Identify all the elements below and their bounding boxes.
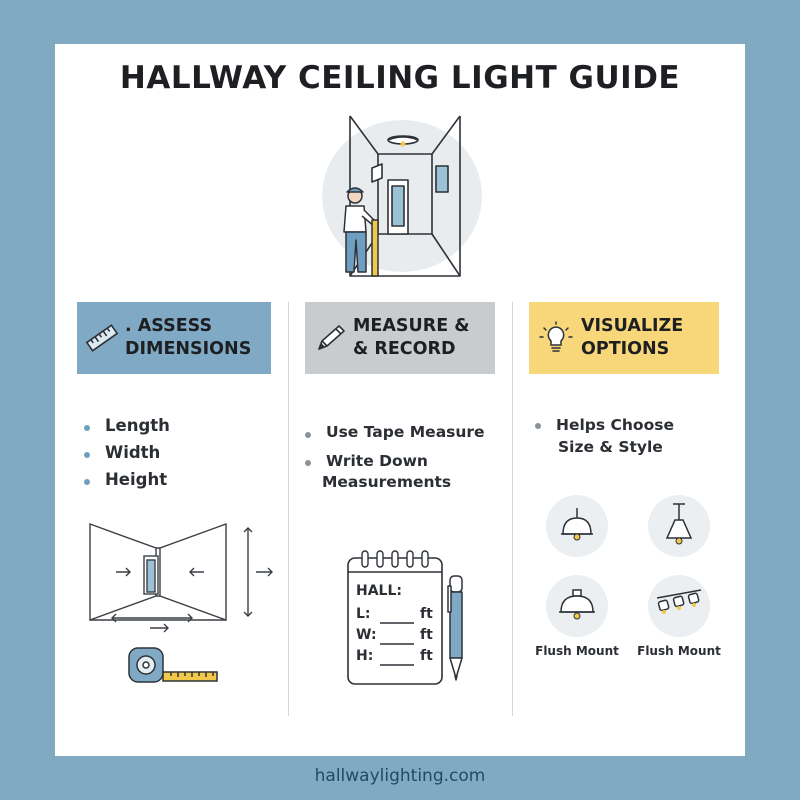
column-divider: [512, 302, 513, 716]
measure-header-line2: & RECORD: [353, 339, 456, 359]
tape-measure-icon: [128, 647, 218, 683]
page-title: HALLWAY CEILING LIGHT GUIDE: [119, 60, 681, 96]
notepad-row-length-label: L:: [356, 606, 371, 622]
list-item: Height: [79, 470, 170, 489]
notepad-icon: [347, 550, 443, 685]
pen-icon: [447, 575, 463, 681]
notepad-row-length-unit: ft: [420, 606, 433, 622]
measure-record-header: MEASURE & & RECORD: [305, 302, 495, 374]
bullet-line: Measurements: [322, 473, 452, 491]
visualize-header-line2: OPTIONS: [581, 339, 670, 359]
fixture-caption: Flush Mount: [637, 644, 721, 658]
notepad-heading: HALL:: [356, 583, 402, 599]
notepad-row-width-unit: ft: [420, 627, 433, 643]
notepad-row-height-label: H:: [356, 648, 374, 664]
list-item: Use Tape Measure: [300, 423, 485, 441]
bullet-line: Write Down: [326, 452, 428, 470]
track-light-icon: [648, 575, 710, 637]
measure-header-line1: MEASURE &: [353, 316, 470, 336]
visualize-header-line1: VISUALIZE: [581, 316, 684, 336]
bullet-line: Size & Style: [558, 438, 663, 456]
visualize-options-header: VISUALIZE OPTIONS: [529, 302, 719, 374]
assess-dimensions-header: . ASSESS DIMENSIONS: [77, 302, 271, 374]
pencil-icon: [318, 325, 345, 350]
bullet-line: Helps Choose: [556, 416, 674, 434]
list-item: Length: [79, 416, 170, 435]
flush-mount-icon: [546, 575, 608, 637]
list-item: Width: [79, 443, 170, 462]
column-divider: [288, 302, 289, 716]
hallway-measuring-illustration-icon: [322, 115, 482, 277]
ruler-icon: [85, 324, 119, 352]
assess-header-line1: . ASSESS: [125, 316, 213, 336]
footer-website: hallwaylighting.com: [314, 766, 486, 786]
notepad-row-height-unit: ft: [420, 648, 433, 664]
notepad-row-width-label: W:: [356, 627, 377, 643]
room-dimensions-icon: [89, 523, 273, 633]
lightbulb-icon: [539, 321, 573, 352]
cone-pendant-icon: [648, 495, 710, 557]
dome-pendant-icon: [546, 495, 608, 557]
fixture-caption: Flush Mount: [535, 644, 619, 658]
assess-header-line2: DIMENSIONS: [125, 339, 252, 359]
dimensions-list: Length Width Height: [79, 416, 170, 489]
